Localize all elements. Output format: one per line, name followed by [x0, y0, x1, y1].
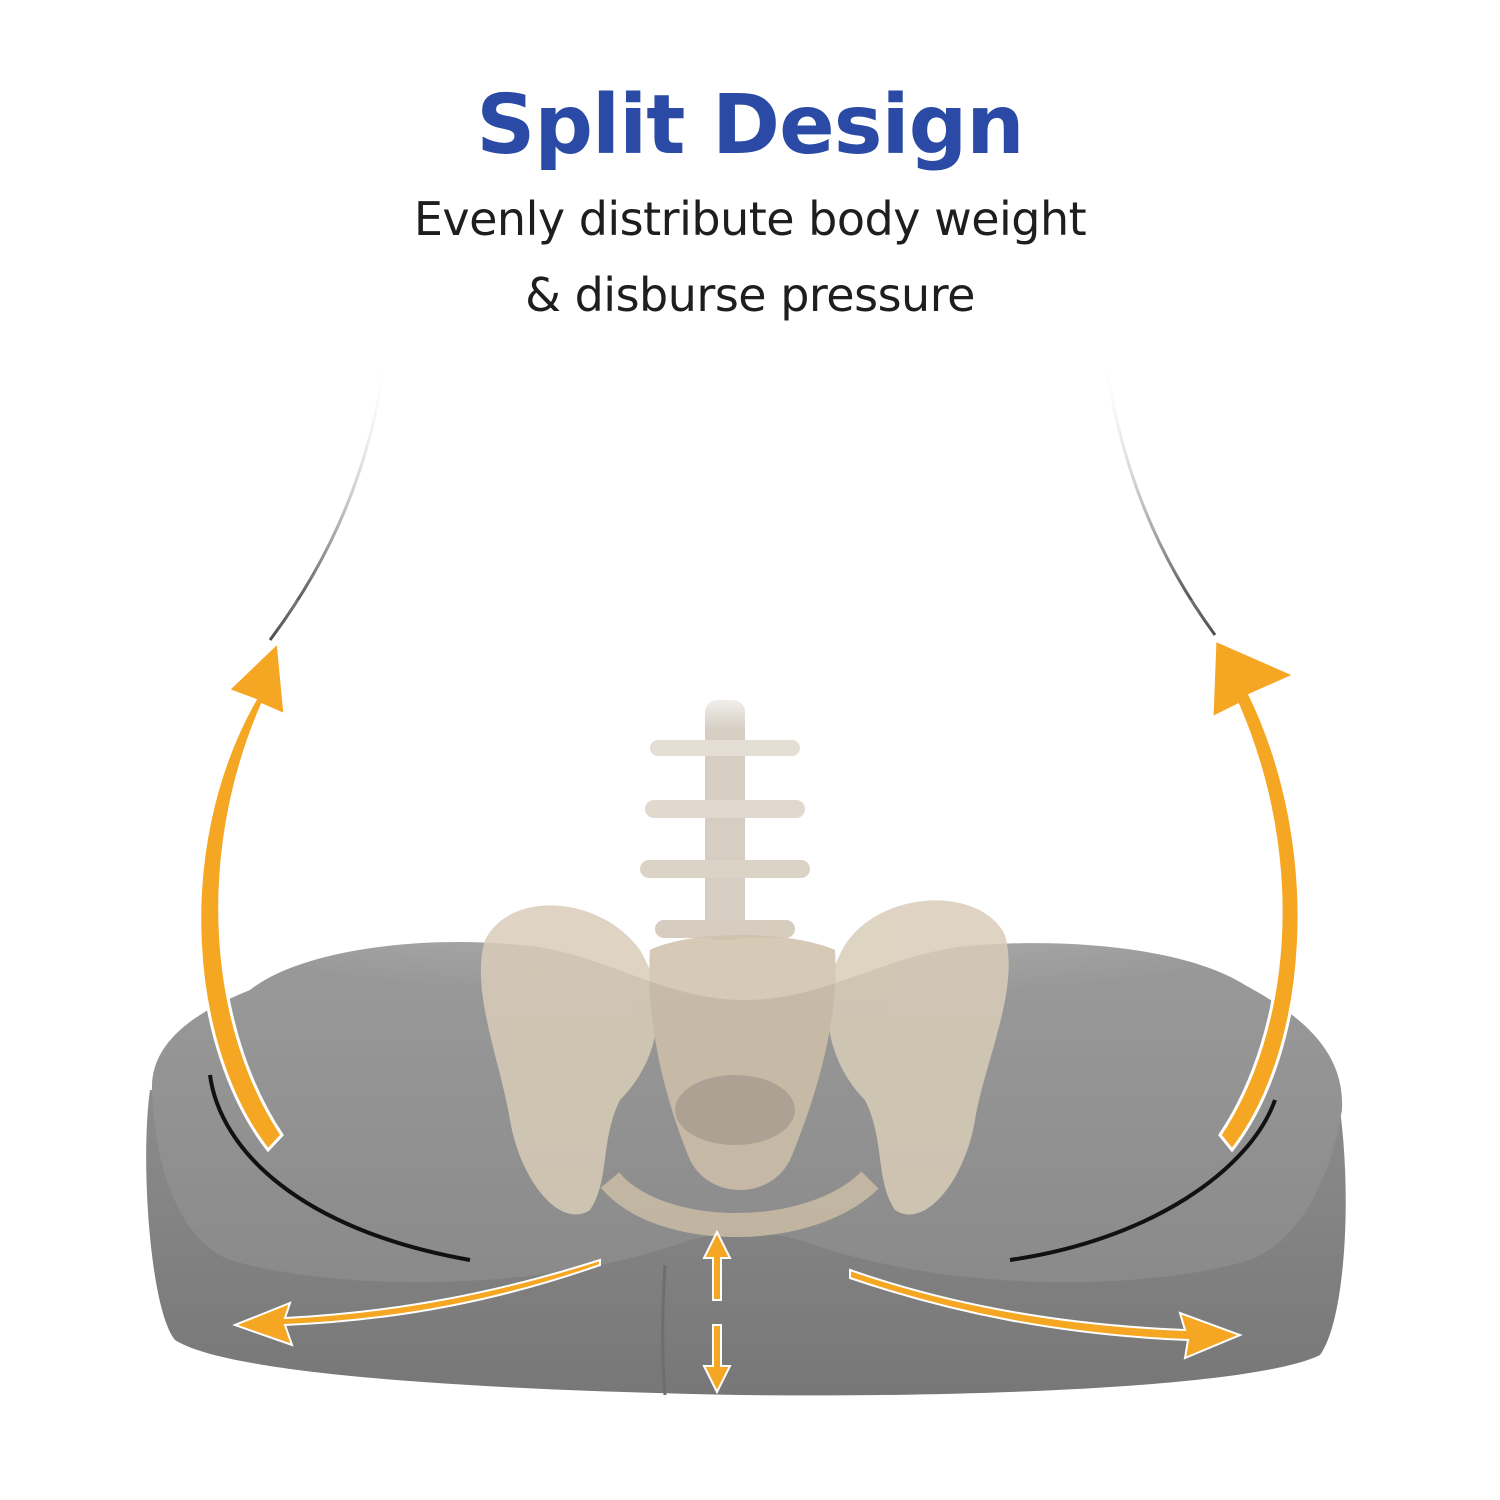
right-seat-contour — [1009, 1099, 1277, 1262]
left-contour-line — [268, 359, 387, 641]
subheadline-line-1: Evenly distribute body weight — [413, 192, 1087, 246]
vertical-center-arrow — [702, 1229, 732, 1395]
spine-illustration — [640, 690, 810, 940]
right-contour-line — [1103, 354, 1217, 636]
subheadline-line-2: & disburse pressure — [525, 268, 975, 322]
cushion-split-groove — [661, 1264, 667, 1396]
up-left-arrow — [198, 638, 287, 1153]
headline: Split Design — [476, 78, 1024, 173]
left-seat-contour — [208, 1074, 471, 1262]
horizontal-left-arrow — [232, 1258, 601, 1347]
up-right-arrow — [1210, 637, 1301, 1153]
pelvis-illustration — [480, 900, 1009, 1237]
horizontal-right-arrow — [849, 1268, 1243, 1360]
